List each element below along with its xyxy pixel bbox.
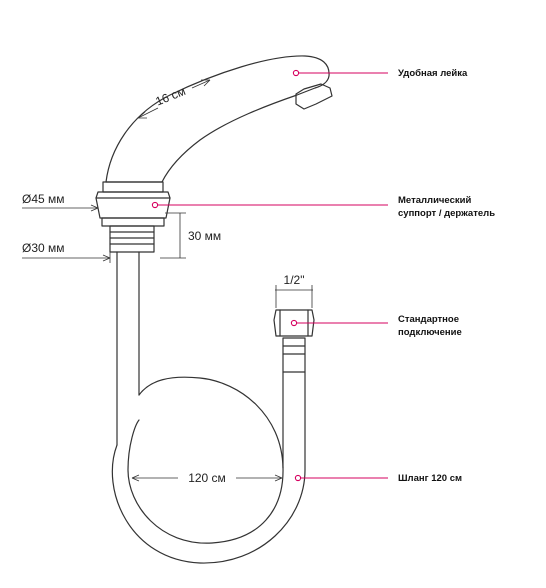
hose-inner	[127, 376, 284, 544]
support-bottom	[101, 217, 165, 227]
thread	[109, 225, 155, 253]
spout-length-label: 16 см	[154, 84, 188, 109]
hose-outer	[111, 371, 306, 564]
inner-diameter-label: Ø30 мм	[22, 241, 65, 255]
callout-hose: Шланг 120 см	[398, 473, 462, 484]
spray-head	[295, 83, 333, 110]
connector-size-label: 1/2"	[284, 273, 305, 287]
spout	[105, 55, 330, 183]
dot-head	[292, 69, 300, 77]
thread-height-label: 30 мм	[188, 229, 221, 243]
callout-support-1: Металлический	[398, 195, 471, 206]
dot-support	[151, 201, 159, 209]
connector-base	[282, 337, 306, 373]
connector-nut	[273, 309, 315, 337]
dot-connection	[290, 319, 298, 327]
dot-hose	[294, 474, 302, 482]
base-collar	[102, 181, 164, 193]
callout-support-2: суппорт / держатель	[398, 208, 495, 219]
callout-connection-2: подключение	[398, 327, 462, 338]
callout-connection-1: Стандартное	[398, 314, 459, 325]
spout-arrow-right	[191, 79, 211, 89]
outer-diameter-label: Ø45 мм	[22, 192, 65, 206]
hose-length-label: 120 см	[188, 471, 226, 485]
callout-head: Удобная лейка	[398, 68, 468, 79]
spout-arrow-left	[137, 107, 159, 119]
